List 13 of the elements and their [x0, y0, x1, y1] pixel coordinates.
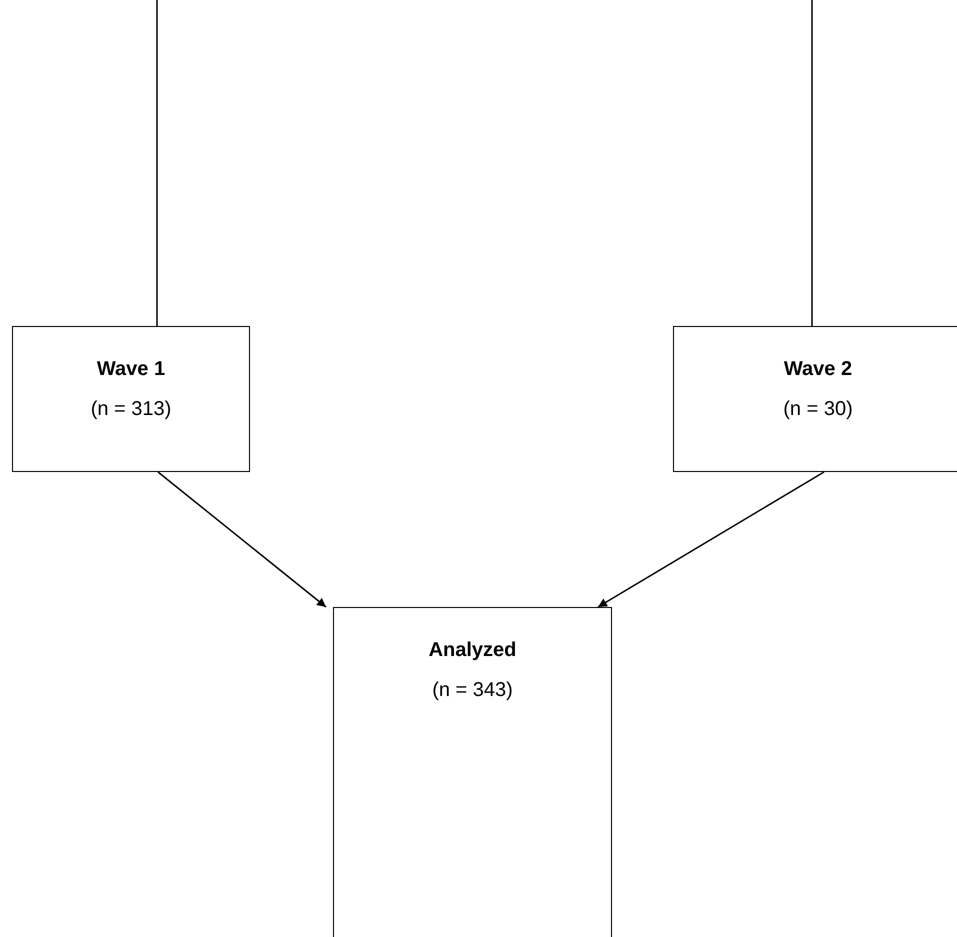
- process-box: [333, 607, 612, 937]
- count-text: (n = 30): [783, 397, 853, 421]
- process-box: [673, 326, 957, 472]
- box-heading: Wave 2: [784, 357, 852, 381]
- process-box: [12, 326, 250, 472]
- connector-line: [156, 0, 158, 326]
- box-heading: Wave 1: [96, 357, 166, 381]
- count-text: (n = 313): [90, 397, 172, 421]
- count-text: (n = 343): [432, 678, 513, 702]
- connector-line: [811, 0, 813, 326]
- arrow: [158, 471, 326, 608]
- box-heading: Analyzed: [428, 638, 516, 662]
- arrow: [598, 471, 824, 608]
